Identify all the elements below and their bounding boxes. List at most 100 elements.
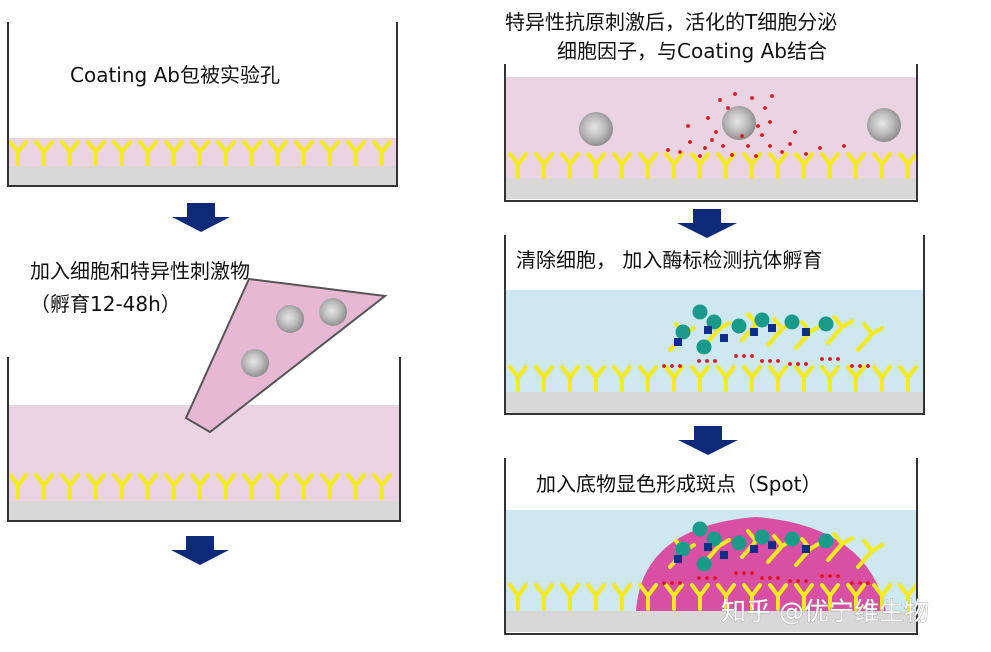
- cytokine-dot: [697, 576, 701, 580]
- capture-antibody: [86, 473, 106, 500]
- capture-antibody: [716, 152, 736, 179]
- cytokine-dot: [788, 362, 792, 366]
- cytokine-dot: [760, 576, 764, 580]
- capture-antibody: [560, 365, 580, 392]
- detection-antibody: [826, 315, 854, 345]
- cytokine-dot: [850, 364, 854, 368]
- biotin-marker: [674, 555, 682, 563]
- cytokine-dot: [768, 120, 772, 124]
- capture-antibody: [138, 140, 158, 166]
- capture-antibody: [872, 152, 892, 179]
- secreted-cytokines: [666, 92, 846, 158]
- enzyme-label: [696, 339, 712, 355]
- well-floor: [506, 611, 916, 632]
- cytokine-dot: [662, 581, 666, 585]
- cytokine-dot: [866, 581, 870, 585]
- biotin-marker: [750, 545, 758, 553]
- cytokine-dot: [726, 106, 730, 110]
- cytokine-dot: [776, 576, 780, 580]
- arrow-down-1: [172, 203, 230, 232]
- cytokine-dot: [836, 574, 840, 578]
- capture-antibody-row: [508, 583, 918, 611]
- capture-antibody: [898, 583, 918, 611]
- well-floor: [506, 178, 916, 199]
- arrow-down-3: [677, 209, 737, 238]
- capture-antibody: [664, 583, 684, 611]
- cytokine-dot: [705, 359, 709, 363]
- enzyme-label: [692, 521, 708, 537]
- capture-antibody: [768, 365, 788, 392]
- cytokine-dot: [666, 148, 670, 152]
- enzyme-label: [706, 531, 722, 547]
- capture-antibody: [508, 152, 528, 179]
- panel-secretion: 特异性抗原刺激后，活化的T细胞分泌 细胞因子，与Coating Ab结合: [503, 6, 923, 202]
- capture-antibody: [346, 140, 366, 166]
- well-outline: [7, 22, 398, 187]
- step-label-detection: 清除细胞， 加入酶标检测抗体孵育: [516, 248, 822, 272]
- cell: [276, 305, 304, 333]
- biotin-marker: [768, 541, 776, 549]
- cytokine-dot: [714, 130, 718, 134]
- capture-antibody: [216, 473, 236, 500]
- capture-antibody: [612, 583, 632, 611]
- enzyme-label: [754, 312, 770, 328]
- cytokine-dot: [713, 359, 717, 363]
- step-label-add-cells: 加入细胞和特异性刺激物: [30, 259, 250, 283]
- enzyme-label: [731, 318, 747, 334]
- panel-detection: 清除细胞， 加入酶标检测抗体孵育: [504, 235, 925, 415]
- detection-antibody: [856, 322, 884, 352]
- cytokine-dot: [858, 364, 862, 368]
- cytokine-dot: [734, 354, 738, 358]
- capture-antibody: [60, 473, 80, 500]
- cytokine-dot: [820, 574, 824, 578]
- cytokine-dot: [750, 354, 754, 358]
- cytokine-dot: [740, 134, 744, 138]
- cytokine-dot: [796, 579, 800, 583]
- cytokine-dot: [768, 144, 772, 148]
- cytokine-dot: [705, 576, 709, 580]
- panel-spot: 加入底物显色形成斑点（Spot）: [504, 458, 918, 635]
- enzyme-label: [675, 324, 691, 340]
- capture-antibody: [742, 583, 762, 611]
- capture-antibody: [768, 583, 788, 611]
- cytokine-dot: [706, 116, 710, 120]
- enzyme-label: [754, 529, 770, 545]
- biotin-marker: [674, 338, 682, 346]
- capture-antibody-row: [508, 365, 918, 392]
- capture-antibody: [586, 583, 606, 611]
- arrow-down-2: [171, 536, 229, 565]
- cytokine-dot: [670, 581, 674, 585]
- capture-antibody: [638, 152, 658, 179]
- step-label-coating: Coating Ab包被实验孔: [70, 63, 280, 87]
- capture-antibody: [586, 152, 606, 179]
- t-cell: [867, 108, 901, 142]
- capture-antibody: [690, 152, 710, 179]
- capture-antibody: [664, 152, 684, 179]
- step-label-incubation: （孵育12-48h）: [30, 292, 181, 316]
- cytokine-dot: [698, 154, 702, 158]
- cytokine-dot: [820, 357, 824, 361]
- biotin-marker: [768, 324, 776, 332]
- well-outline: [504, 22, 918, 202]
- well-outline: [504, 458, 918, 635]
- detection-antibody: [856, 539, 884, 569]
- cytokine-dot: [804, 579, 808, 583]
- capture-antibody: [268, 140, 288, 166]
- cytokine-dot: [678, 150, 682, 154]
- biotin-marker: [704, 326, 712, 334]
- enzyme-label: [818, 533, 834, 549]
- enzyme-label: [696, 556, 712, 572]
- capture-antibody: [294, 473, 314, 500]
- capture-antibody: [112, 473, 132, 500]
- well-floor: [9, 501, 399, 520]
- cytokine-dot: [763, 106, 767, 110]
- capture-antibody: [372, 473, 392, 500]
- capture-antibody: [820, 583, 840, 611]
- cytokine-dot: [746, 144, 750, 148]
- capture-antibody: [242, 140, 262, 166]
- cytokine-dot: [776, 359, 780, 363]
- cytokine-dot: [750, 571, 754, 575]
- capture-antibody: [716, 583, 736, 611]
- cytokine-dot: [734, 571, 738, 575]
- cytokine-dot: [850, 581, 854, 585]
